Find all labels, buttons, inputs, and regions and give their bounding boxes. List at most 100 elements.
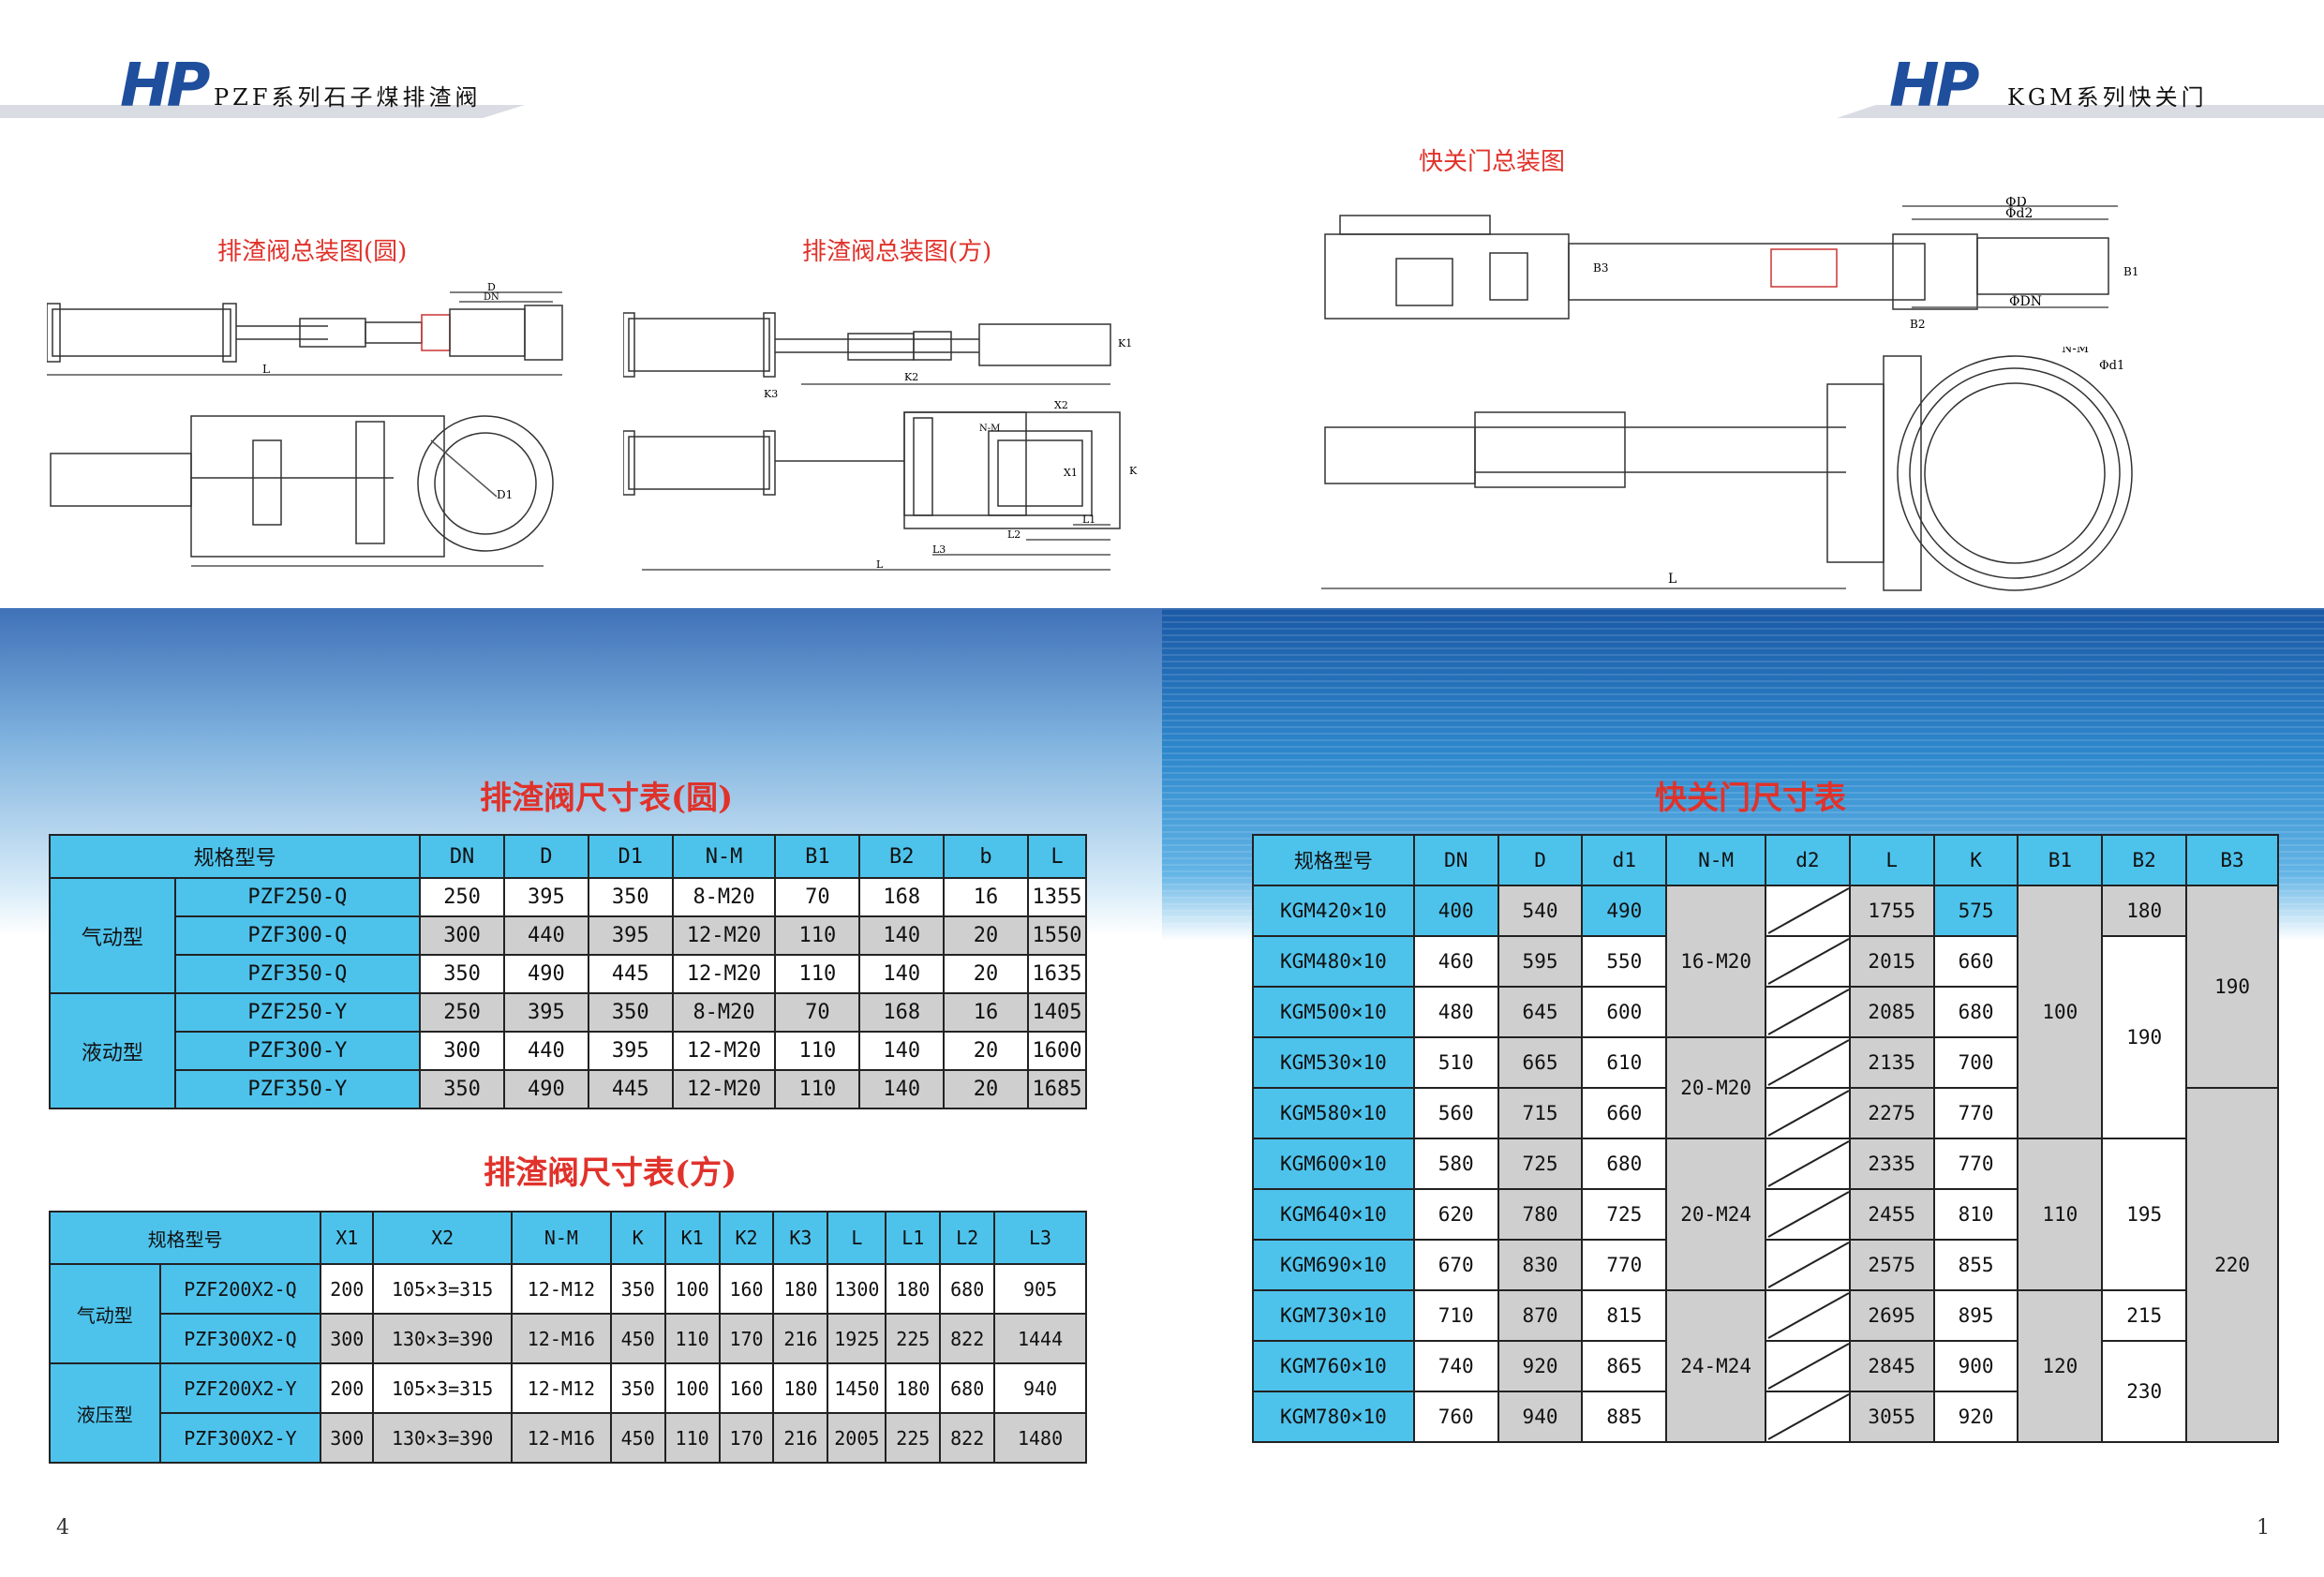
value-cell: 510 xyxy=(1412,1036,1499,1089)
value-cell: 920 xyxy=(1497,1340,1584,1392)
value-cell: 645 xyxy=(1497,986,1584,1038)
empty-slash-cell xyxy=(1765,935,1851,988)
nm-cell: 20-M24 xyxy=(1665,1138,1766,1291)
value-cell: 225 xyxy=(885,1313,942,1364)
value-cell: 1450 xyxy=(827,1362,887,1414)
value-cell: 680 xyxy=(1581,1138,1668,1190)
kgm-side-drawing: ΦD Φd2 ΦDN B3 B1 B2 xyxy=(1324,197,2138,331)
value-cell: 180 xyxy=(885,1362,942,1414)
value-cell: 70 xyxy=(774,992,861,1033)
value-cell: 660 xyxy=(1932,935,2019,988)
th-model: 规格型号 xyxy=(48,834,422,879)
th-b2: B2 xyxy=(858,834,946,879)
caption-round-assembly: 排渣阀总装图(圆) xyxy=(217,238,408,266)
value-cell: 865 xyxy=(1581,1340,1668,1392)
value-cell: 620 xyxy=(1412,1188,1499,1241)
value-cell: 20 xyxy=(943,954,1029,994)
th-d1-kgm: d1 xyxy=(1581,834,1668,886)
title-table-square: 排渣阀尺寸表(方) xyxy=(484,1154,737,1192)
label-NM-kgm: N-M xyxy=(2062,347,2089,356)
th-b3-kgm: B3 xyxy=(2185,834,2279,886)
value-cell: 2845 xyxy=(1848,1340,1935,1392)
empty-slash-cell xyxy=(1765,1239,1851,1291)
b2-cell: 180 xyxy=(2101,885,2188,937)
value-cell: 300 xyxy=(320,1412,375,1464)
value-cell: 1550 xyxy=(1026,915,1088,956)
th-x2: X2 xyxy=(372,1211,514,1265)
value-cell: 450 xyxy=(609,1412,666,1464)
square-valve-side-drawing: K1 K2 K3 xyxy=(623,312,1132,400)
value-cell: 12-M20 xyxy=(671,1031,777,1071)
value-cell: 100 xyxy=(663,1263,721,1315)
th-b: b xyxy=(943,834,1029,879)
th-b2-kgm: B2 xyxy=(2101,834,2188,886)
model-cell: KGM780×10 xyxy=(1252,1391,1415,1443)
value-cell: 905 xyxy=(993,1263,1087,1315)
value-cell: 700 xyxy=(1932,1036,2019,1089)
model-cell: PZF350-Y xyxy=(173,1069,422,1109)
value-cell: 8-M20 xyxy=(671,992,777,1033)
group-label: 气动型 xyxy=(49,1263,161,1364)
value-cell: 2135 xyxy=(1848,1036,1935,1089)
value-cell: 560 xyxy=(1412,1087,1499,1139)
value-cell: 460 xyxy=(1412,935,1499,988)
model-cell: PZF200X2-Y xyxy=(158,1362,322,1414)
header-title-right: KGM系列快关门 xyxy=(2007,84,2208,111)
label-K1: K1 xyxy=(1118,337,1132,350)
value-cell: 395 xyxy=(502,877,589,917)
value-cell: 395 xyxy=(587,1031,674,1071)
page-number-left: 4 xyxy=(56,1516,69,1540)
value-cell: 168 xyxy=(858,992,946,1033)
header-bar-left xyxy=(0,105,525,118)
value-cell: 710 xyxy=(1412,1289,1499,1342)
th-l1: L1 xyxy=(885,1211,942,1265)
value-cell: 20 xyxy=(943,1031,1029,1071)
value-cell: 180 xyxy=(772,1263,829,1315)
empty-slash-cell xyxy=(1765,1138,1851,1190)
th-nm: N-M xyxy=(671,834,777,879)
th-l-sq: L xyxy=(827,1211,887,1265)
label-Phid2: Φd2 xyxy=(2005,206,2033,221)
value-cell: 600 xyxy=(1581,986,1668,1038)
th-dn: DN xyxy=(419,834,505,879)
th-l3: L3 xyxy=(993,1211,1087,1265)
value-cell: 12-M20 xyxy=(671,1069,777,1109)
b2-cell: 195 xyxy=(2101,1138,2188,1291)
value-cell: 8-M20 xyxy=(671,877,777,917)
model-cell: KGM480×10 xyxy=(1252,935,1415,988)
value-cell: 16 xyxy=(943,877,1029,917)
group-label: 液压型 xyxy=(49,1362,161,1464)
value-cell: 105×3=315 xyxy=(372,1263,514,1315)
model-cell: PZF250-Q xyxy=(173,877,422,917)
value-cell: 1480 xyxy=(993,1412,1087,1464)
th-k: K xyxy=(609,1211,666,1265)
value-cell: 200 xyxy=(320,1263,375,1315)
value-cell: 550 xyxy=(1581,935,1668,988)
th-nm-kgm: N-M xyxy=(1665,834,1766,886)
value-cell: 445 xyxy=(587,1069,674,1109)
value-cell: 760 xyxy=(1412,1391,1499,1443)
value-cell: 1755 xyxy=(1848,885,1935,937)
value-cell: 100 xyxy=(663,1362,721,1414)
b2-cell: 190 xyxy=(2101,935,2188,1139)
b1-cell: 110 xyxy=(2017,1138,2104,1291)
value-cell: 250 xyxy=(419,877,505,917)
th-b1-kgm: B1 xyxy=(2017,834,2104,886)
value-cell: 140 xyxy=(858,1069,946,1109)
value-cell: 350 xyxy=(419,954,505,994)
label-L3: L3 xyxy=(932,543,946,556)
label-X2: X2 xyxy=(1054,399,1068,411)
value-cell: 12-M16 xyxy=(511,1412,612,1464)
value-cell: 920 xyxy=(1932,1391,2019,1443)
value-cell: 130×3=390 xyxy=(372,1313,514,1364)
value-cell: 445 xyxy=(587,954,674,994)
value-cell: 140 xyxy=(858,954,946,994)
label-L: L xyxy=(262,363,270,376)
